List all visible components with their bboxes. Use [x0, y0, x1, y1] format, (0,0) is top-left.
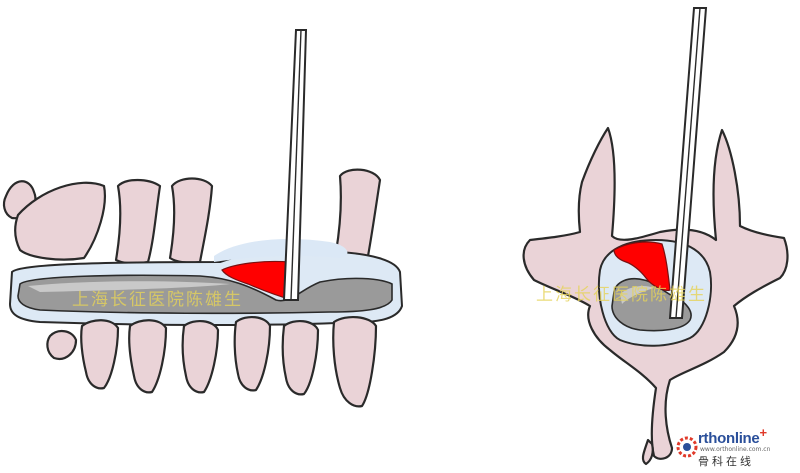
sagittal-view: [2, 29, 404, 408]
lower-element-2: [80, 319, 120, 390]
puncture-needle-right: [668, 7, 708, 319]
spinous-process-3: [334, 168, 382, 260]
logo-brand-text: rthonline+: [698, 425, 767, 447]
lower-element-1: [46, 330, 78, 360]
logo-brand: rthonline: [698, 430, 760, 447]
axial-view: [522, 7, 789, 466]
spinous-process-2: [168, 177, 214, 264]
cord-highlight: [28, 281, 230, 292]
logo-plus: +: [759, 425, 767, 440]
lower-element-6: [281, 320, 320, 396]
stem-tail: [641, 438, 654, 466]
orthonline-logo-icon: [676, 436, 698, 458]
lower-element-7: [332, 316, 378, 408]
lower-element-4: [181, 320, 220, 394]
watermark-right: 上海长征医院陈雄生: [536, 285, 707, 305]
watermark-left: 上海长征医院陈雄生: [72, 290, 243, 310]
puncture-needle-left: [282, 29, 308, 301]
cord-axial-highlight: [620, 286, 654, 304]
logo-url: www.orthonline.com.cn: [700, 446, 771, 453]
posterior-element-2: [14, 181, 106, 261]
lower-element-5: [233, 316, 272, 392]
lower-element-3: [128, 319, 168, 394]
spinous-process-1: [114, 178, 162, 265]
hematoma-axial: [613, 241, 671, 291]
logo-chinese: 骨科在线: [698, 455, 754, 468]
orthonline-logo: rthonline+ www.orthonline.com.cn 骨科在线: [676, 425, 796, 470]
csf-haze: [214, 238, 348, 262]
